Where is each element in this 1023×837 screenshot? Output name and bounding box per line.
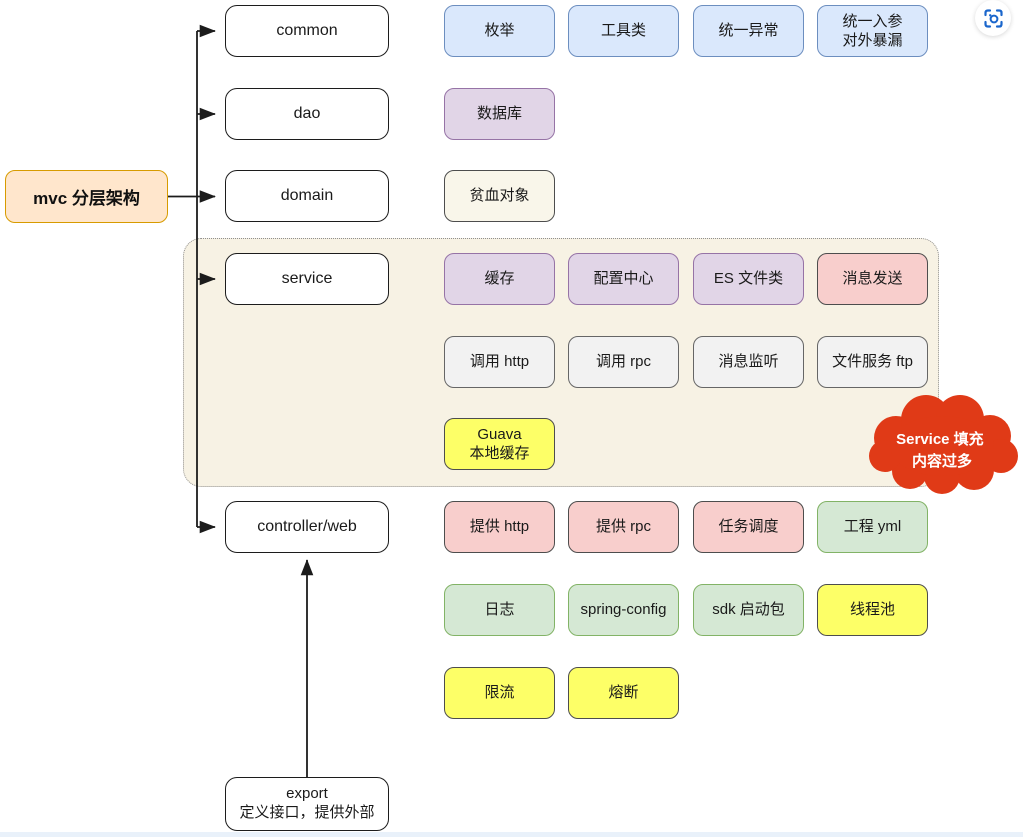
module-chip: 缓存 [444,253,555,305]
module-chip: 提供 rpc [568,501,679,553]
bottom-edge-strip [0,832,1023,837]
cloud-shape [869,395,1018,494]
module-chip: 熔断 [568,667,679,719]
module-chip: 工具类 [568,5,679,57]
module-chip: 配置中心 [568,253,679,305]
module-chip: 统一异常 [693,5,804,57]
layer-box-common: common [225,5,389,57]
module-chip: 线程池 [817,584,928,636]
module-chip: 贫血对象 [444,170,555,222]
module-chip: 消息监听 [693,336,804,388]
module-chip: 统一入参 对外暴漏 [817,5,928,57]
layer-label: service [281,270,333,287]
module-chip: 调用 rpc [568,336,679,388]
module-chip: 工程 yml [817,501,928,553]
module-chip: 枚举 [444,5,555,57]
module-chip: 提供 http [444,501,555,553]
layer-sublabel: 定义接口，提供外部 [239,804,375,821]
cloud-callout: Service 填充 内容过多 [858,392,1022,501]
cloud-text: Service 填充 内容过多 [896,430,988,470]
module-chip: spring-config [568,584,679,636]
module-chip: 限流 [444,667,555,719]
screenshot-capture-button[interactable] [975,0,1011,36]
layer-label: common [276,22,338,39]
module-chip: 日志 [444,584,555,636]
module-chip: 消息发送 [817,253,928,305]
module-chip: sdk 启动包 [693,584,804,636]
layer-box-service: service [225,253,389,305]
module-chip: 任务调度 [693,501,804,553]
layer-label: export [286,785,328,803]
layer-box-controller-web: controller/web [225,501,389,553]
module-chip: 数据库 [444,88,555,140]
layer-box-export: export 定义接口，提供外部 [225,777,389,831]
module-chip: 文件服务 ftp [817,336,928,388]
module-chip: 调用 http [444,336,555,388]
root-node-label: mvc 分层架构 [33,189,140,208]
module-chip: Guava 本地缓存 [444,418,555,470]
module-chip: ES 文件类 [693,253,804,305]
root-node-mvc: mvc 分层架构 [5,170,168,223]
layer-label: domain [280,187,334,204]
layer-label: controller/web [257,518,357,535]
layer-label: dao [293,105,321,122]
screenshot-scan-icon [983,8,1003,28]
layer-box-dao: dao [225,88,389,140]
layer-box-domain: domain [225,170,389,222]
